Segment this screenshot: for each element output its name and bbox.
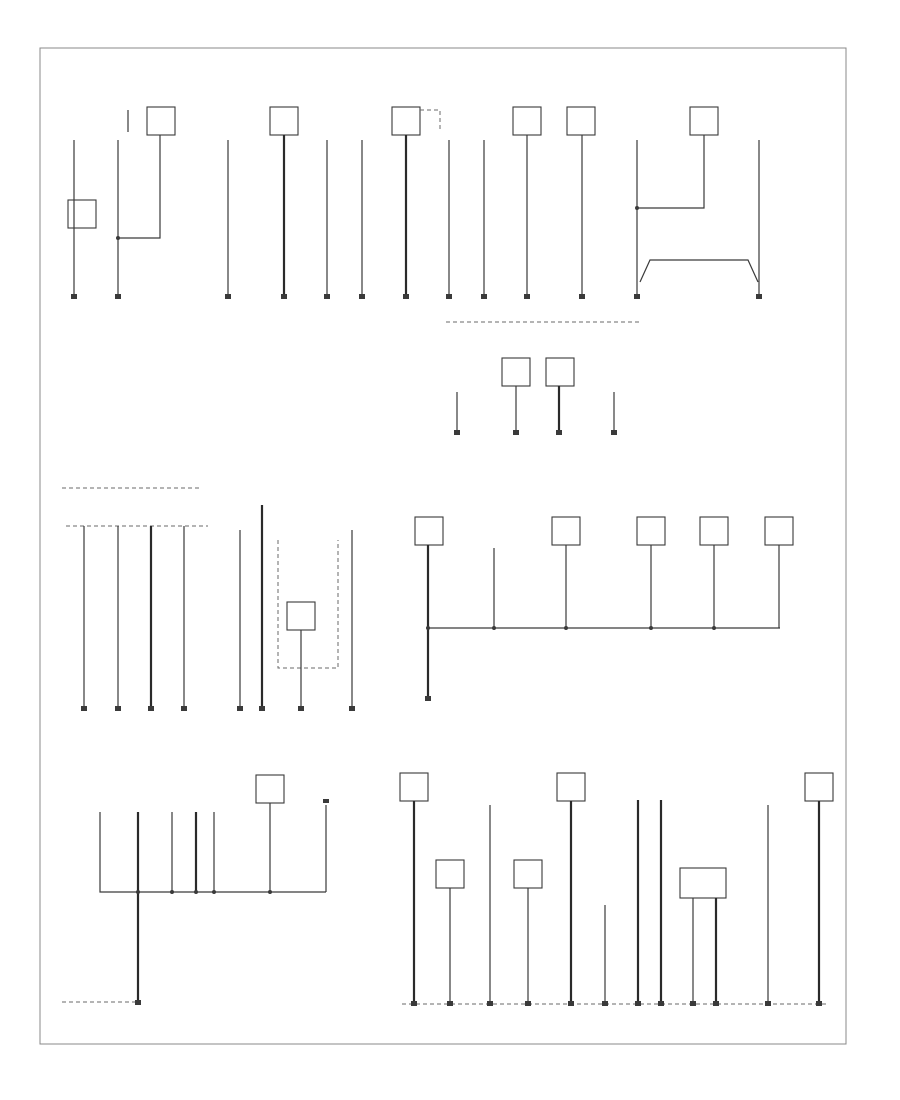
splice-point <box>268 890 272 894</box>
left-middle-ground-group <box>62 487 355 711</box>
ground-terminal <box>658 1001 664 1006</box>
component-box <box>286 601 316 631</box>
ground-terminal <box>148 706 154 711</box>
component-box <box>551 516 581 546</box>
bottom-left-ground-group <box>62 774 329 1005</box>
wire <box>118 135 161 239</box>
wire <box>420 109 441 132</box>
component-box <box>391 106 421 136</box>
wire <box>639 259 759 283</box>
component-box <box>566 106 596 136</box>
ground-terminal <box>446 294 452 299</box>
ground-terminal <box>349 706 355 711</box>
component-box <box>414 516 444 546</box>
right-middle-ground-group <box>414 516 794 701</box>
wire <box>99 812 326 893</box>
splice-point <box>116 236 120 240</box>
ground-terminal <box>324 294 330 299</box>
ground-terminal <box>115 294 121 299</box>
splice-point <box>649 626 653 630</box>
ground-terminal <box>816 1001 822 1006</box>
ground-terminal <box>298 706 304 711</box>
ground-terminal <box>765 1001 771 1006</box>
ground-terminal <box>713 1001 719 1006</box>
ground-terminal <box>403 294 409 299</box>
component-box <box>699 516 729 546</box>
splice-point <box>170 890 174 894</box>
middle-small-group <box>454 357 617 435</box>
ground-terminal <box>481 294 487 299</box>
component-box <box>556 772 586 802</box>
ground-terminal <box>411 1001 417 1006</box>
ground-terminal <box>454 430 460 435</box>
component-box <box>399 772 429 802</box>
component-box <box>545 357 575 387</box>
diagram-border <box>39 47 847 1045</box>
ground-terminal <box>359 294 365 299</box>
component-box <box>255 774 285 804</box>
ground-terminal <box>81 706 87 711</box>
component-box <box>804 772 834 802</box>
bottom-right-ground-group <box>399 772 834 1006</box>
wire <box>277 540 339 669</box>
ground-terminal <box>115 706 121 711</box>
ground-terminal <box>602 1001 608 1006</box>
splice-point <box>635 206 639 210</box>
ground-terminal <box>634 294 640 299</box>
ground-terminal <box>756 294 762 299</box>
ground-terminal <box>281 294 287 299</box>
ground-terminal <box>611 430 617 435</box>
ground-terminal <box>323 799 329 803</box>
ground-terminal <box>237 706 243 711</box>
wire <box>637 135 705 209</box>
splice-point <box>136 890 140 894</box>
ground-terminal <box>425 696 431 701</box>
component-box <box>146 106 176 136</box>
ground-terminal <box>568 1001 574 1006</box>
ground-terminal <box>524 294 530 299</box>
component-box <box>501 357 531 387</box>
ground-terminal <box>447 1001 453 1006</box>
ground-terminal <box>690 1001 696 1006</box>
ground-terminal <box>135 1000 141 1005</box>
component-box <box>512 106 542 136</box>
ground-terminal <box>635 1001 641 1006</box>
component-box <box>689 106 719 136</box>
component-box <box>513 859 543 889</box>
ground-terminal <box>259 706 265 711</box>
splice-point <box>712 626 716 630</box>
ground-terminal <box>513 430 519 435</box>
ground-terminal <box>225 294 231 299</box>
ground-terminal <box>71 294 77 299</box>
splice-point <box>194 890 198 894</box>
ground-terminal <box>181 706 187 711</box>
component-box <box>764 516 794 546</box>
ground-terminal <box>487 1001 493 1006</box>
top-ground-group <box>67 106 762 323</box>
component-box <box>67 199 97 229</box>
splice-point <box>426 626 430 630</box>
splice-point <box>492 626 496 630</box>
ground-terminal <box>525 1001 531 1006</box>
ground-terminal <box>579 294 585 299</box>
ground-terminal <box>556 430 562 435</box>
component-box <box>435 859 465 889</box>
component-box <box>679 867 727 899</box>
splice-point <box>212 890 216 894</box>
component-box <box>636 516 666 546</box>
splice-point <box>564 626 568 630</box>
component-box <box>269 106 299 136</box>
